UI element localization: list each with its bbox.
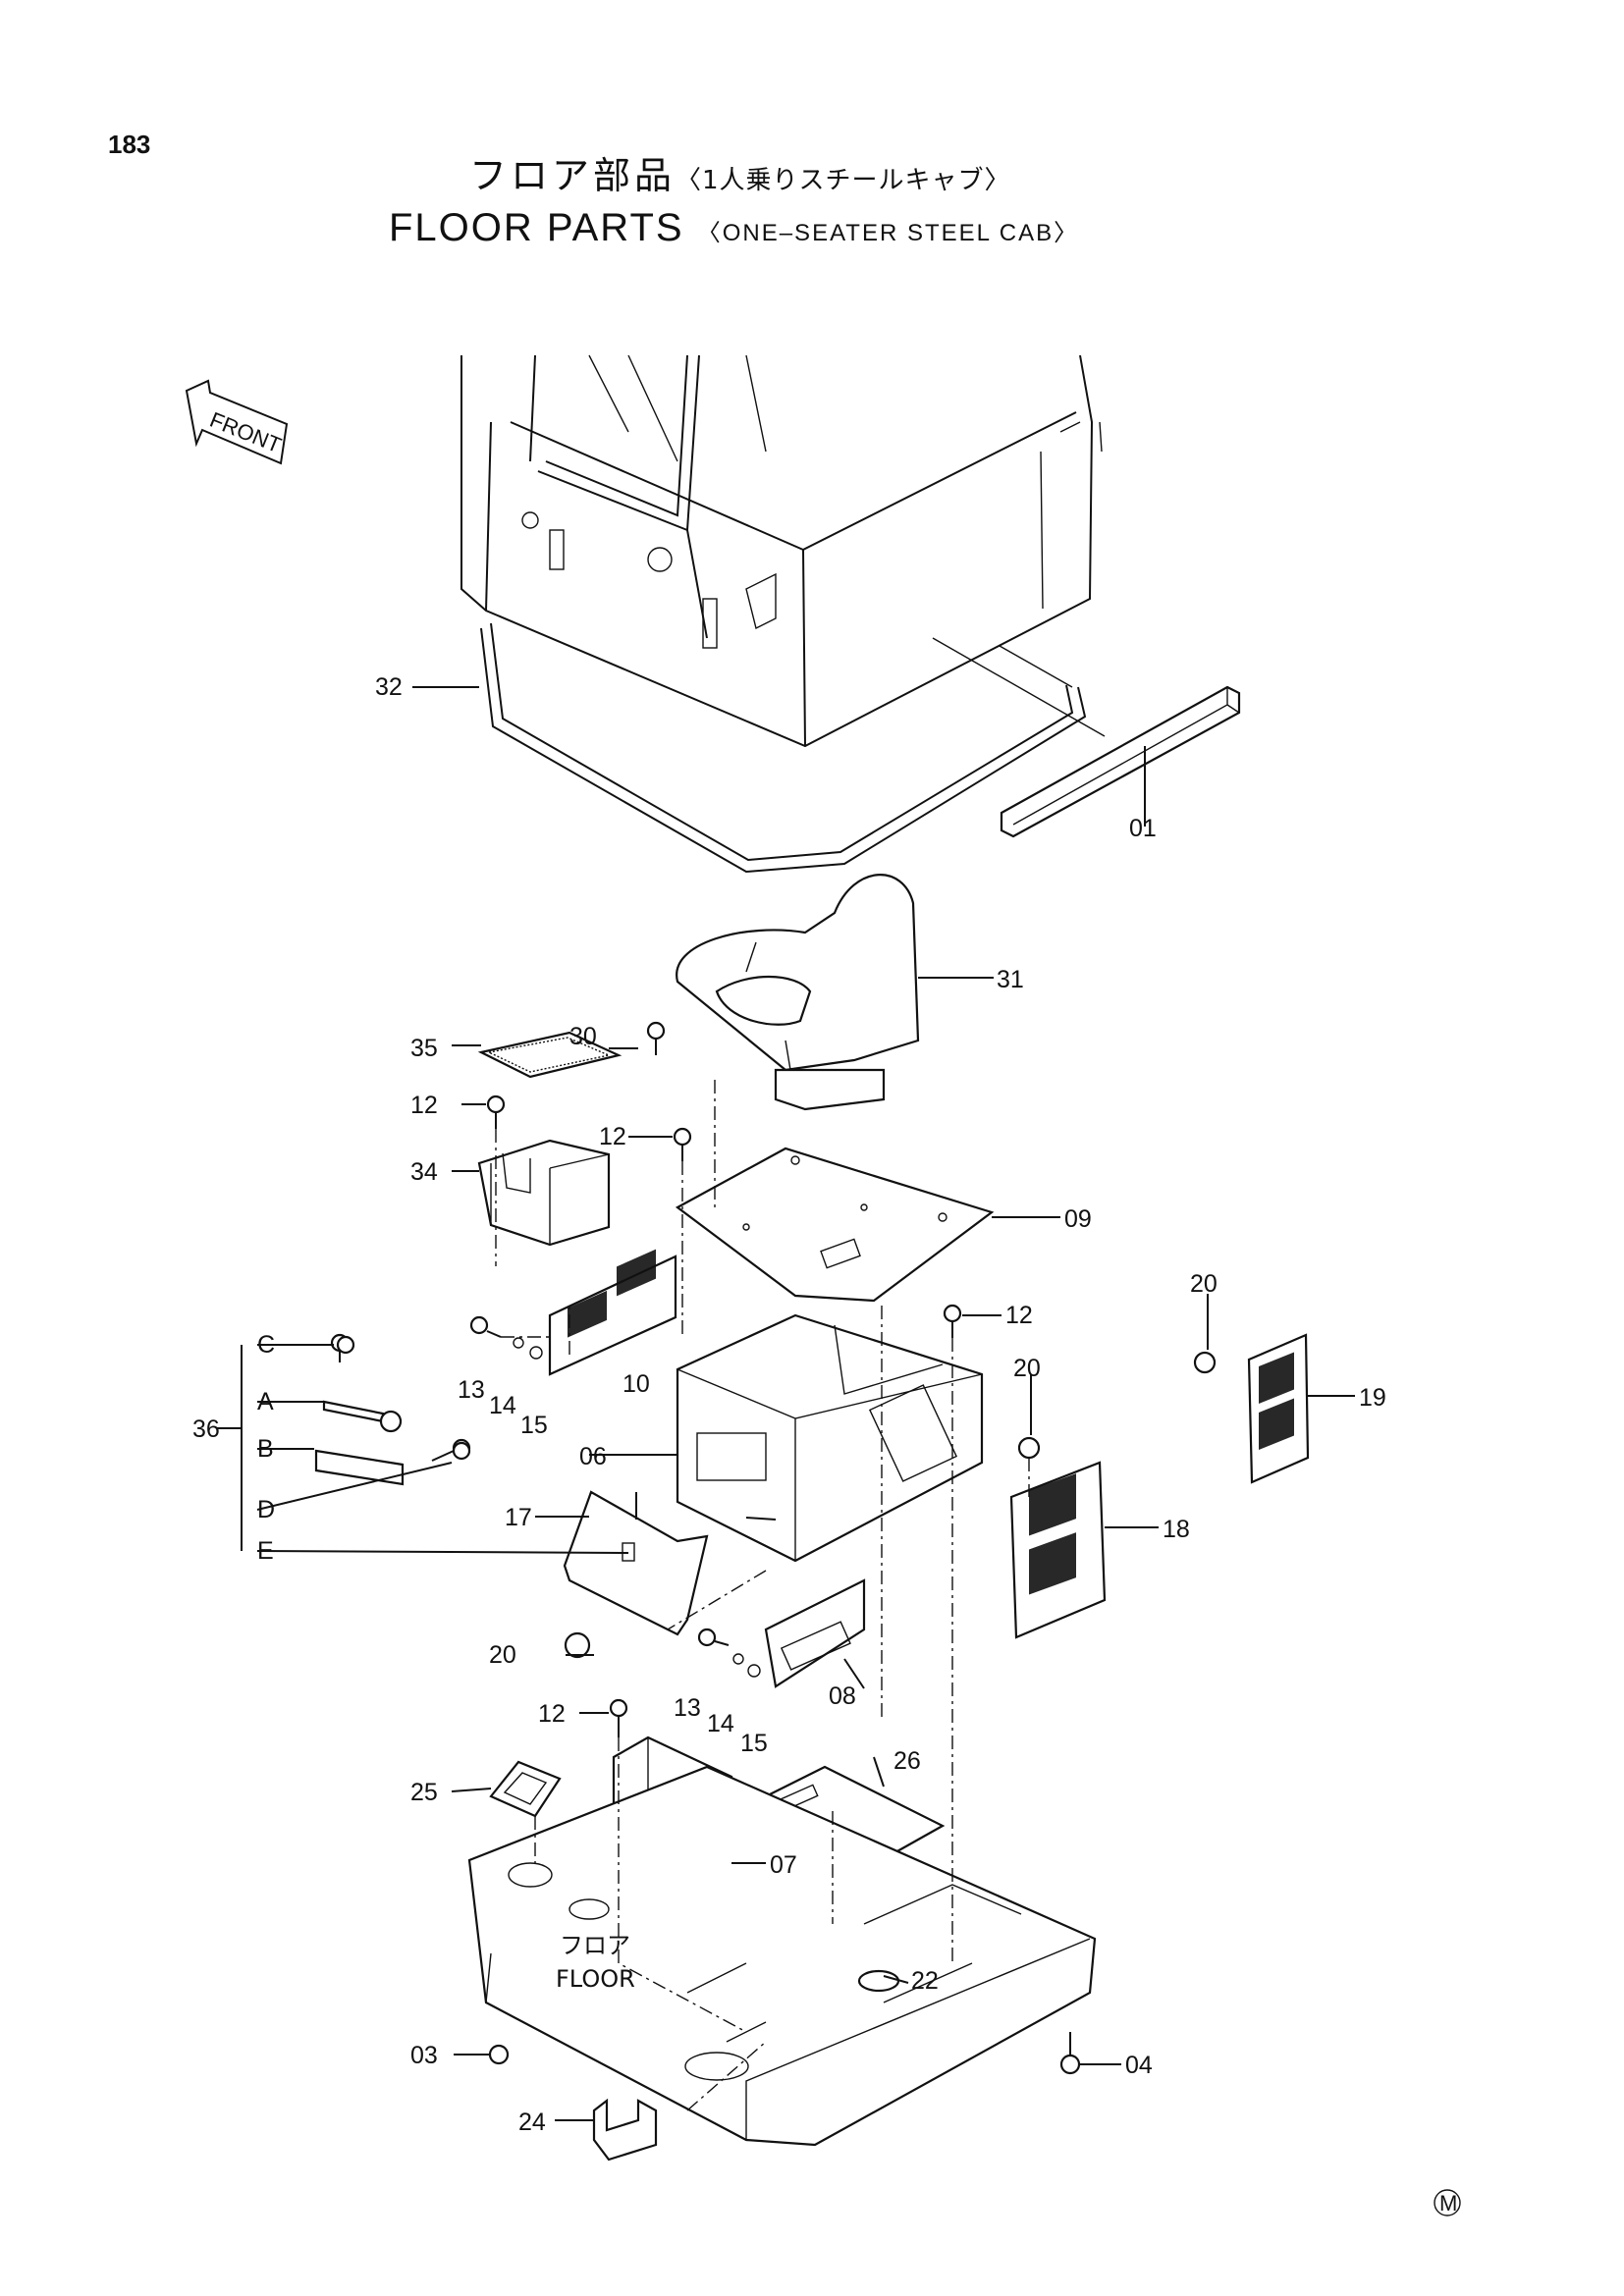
bolt-icon bbox=[697, 1628, 730, 1647]
callout-14-bottom: 14 bbox=[707, 1710, 734, 1737]
title-japanese-subtitle: 〈1人乗りスチールキャブ〉 bbox=[676, 166, 1011, 195]
callout-19: 19 bbox=[1359, 1384, 1386, 1412]
title-english-subtitle: 〈ONE–SEATER STEEL CAB〉 bbox=[696, 220, 1080, 246]
part-09-floor-plate bbox=[675, 1147, 995, 1303]
part-32-gasket bbox=[480, 622, 1087, 874]
callout-08: 08 bbox=[829, 1682, 856, 1710]
group-36-hardware bbox=[314, 1335, 471, 1486]
group-letter-b: B bbox=[257, 1435, 274, 1463]
callout-01: 01 bbox=[1129, 815, 1157, 842]
callout-35: 35 bbox=[410, 1035, 438, 1062]
leader-lines bbox=[216, 686, 1355, 2121]
part-24-clip bbox=[592, 2098, 658, 2162]
callout-07: 07 bbox=[770, 1851, 797, 1879]
part-10-grille bbox=[548, 1249, 677, 1376]
bolt-icon bbox=[943, 1304, 962, 1338]
callout-09: 09 bbox=[1064, 1205, 1092, 1233]
group-letter-c: C bbox=[257, 1331, 275, 1359]
callout-22: 22 bbox=[911, 1967, 939, 1995]
callout-32: 32 bbox=[375, 673, 403, 701]
callout-14-top: 14 bbox=[489, 1392, 516, 1419]
callout-31: 31 bbox=[997, 966, 1024, 993]
part-19-rear-grille bbox=[1247, 1333, 1310, 1484]
callout-36: 36 bbox=[192, 1415, 220, 1443]
bolt-icon bbox=[1059, 2032, 1081, 2075]
washer-icon bbox=[732, 1653, 761, 1678]
callout-12-top: 12 bbox=[410, 1092, 438, 1119]
callout-20-mid: 20 bbox=[1013, 1355, 1041, 1382]
bolt-icons bbox=[314, 1021, 1217, 2075]
title-english-main: FLOOR PARTS bbox=[389, 206, 684, 249]
group-letter-a: A bbox=[257, 1388, 274, 1415]
callout-06: 06 bbox=[579, 1443, 607, 1470]
callout-15-top: 15 bbox=[520, 1412, 548, 1439]
cab-body-illustration bbox=[460, 354, 1103, 748]
callout-13-bottom: 13 bbox=[674, 1694, 701, 1722]
callout-30: 30 bbox=[569, 1023, 597, 1050]
floor-label-english: FLOOR bbox=[556, 1965, 635, 1993]
page-number: 183 bbox=[108, 130, 151, 159]
callout-10: 10 bbox=[623, 1370, 650, 1398]
part-08-grille bbox=[764, 1578, 866, 1688]
part-18-side-grille bbox=[1009, 1461, 1107, 1639]
title-english: FLOOR PARTS 〈ONE–SEATER STEEL CAB〉 bbox=[389, 206, 1079, 250]
part-01-seal-strip bbox=[932, 637, 1241, 838]
front-direction-arrow: FRONT bbox=[185, 379, 289, 465]
callout-labels: 32 01 31 30 35 12 12 34 09 20 12 20 19 1… bbox=[192, 673, 1386, 2136]
floor-base-illustration bbox=[467, 1765, 1097, 2147]
bolt-icon bbox=[673, 1127, 692, 1161]
callout-25: 25 bbox=[410, 1779, 438, 1806]
callout-26: 26 bbox=[893, 1747, 921, 1775]
callout-34: 34 bbox=[410, 1158, 438, 1186]
callout-18: 18 bbox=[1163, 1516, 1190, 1543]
front-label: FRONT bbox=[206, 407, 285, 458]
callout-04: 04 bbox=[1125, 2052, 1153, 2079]
callout-12-bottom: 12 bbox=[538, 1700, 566, 1728]
callout-17: 17 bbox=[505, 1504, 532, 1531]
bolt-icon bbox=[486, 1095, 506, 1129]
part-25-gasket-plate bbox=[489, 1760, 562, 1818]
group-letter-d: D bbox=[257, 1496, 275, 1523]
title-japanese: フロア部品〈1人乗りスチールキャブ〉 bbox=[469, 145, 1011, 199]
title-japanese-main: フロア部品 bbox=[469, 154, 677, 197]
group-letter-e: E bbox=[257, 1537, 274, 1565]
callout-12-right: 12 bbox=[1005, 1302, 1033, 1329]
bolt-icon bbox=[469, 1315, 502, 1338]
callout-20-right: 20 bbox=[1190, 1270, 1218, 1298]
bolt-icon bbox=[488, 2044, 510, 2065]
callout-13-top: 13 bbox=[458, 1376, 485, 1404]
callout-03: 03 bbox=[410, 2042, 438, 2069]
part-34-bracket bbox=[477, 1139, 611, 1247]
callout-15-bottom: 15 bbox=[740, 1730, 768, 1757]
part-06-seat-stand bbox=[676, 1313, 984, 1563]
floor-label-japanese: フロア bbox=[560, 1932, 630, 1959]
corner-mark: M bbox=[1434, 2189, 1461, 2216]
corner-mark-letter: M bbox=[1439, 2191, 1457, 2216]
callout-12-mid: 12 bbox=[599, 1123, 626, 1150]
part-35-mat bbox=[477, 1031, 623, 1079]
washer-icon bbox=[513, 1337, 543, 1360]
bolt-icon bbox=[609, 1698, 628, 1737]
bolt-icon bbox=[646, 1021, 666, 1055]
callout-24: 24 bbox=[518, 2109, 546, 2136]
part-31-seat bbox=[676, 874, 920, 1111]
callout-20-left: 20 bbox=[489, 1641, 516, 1669]
knob-icon bbox=[564, 1351, 1217, 1659]
